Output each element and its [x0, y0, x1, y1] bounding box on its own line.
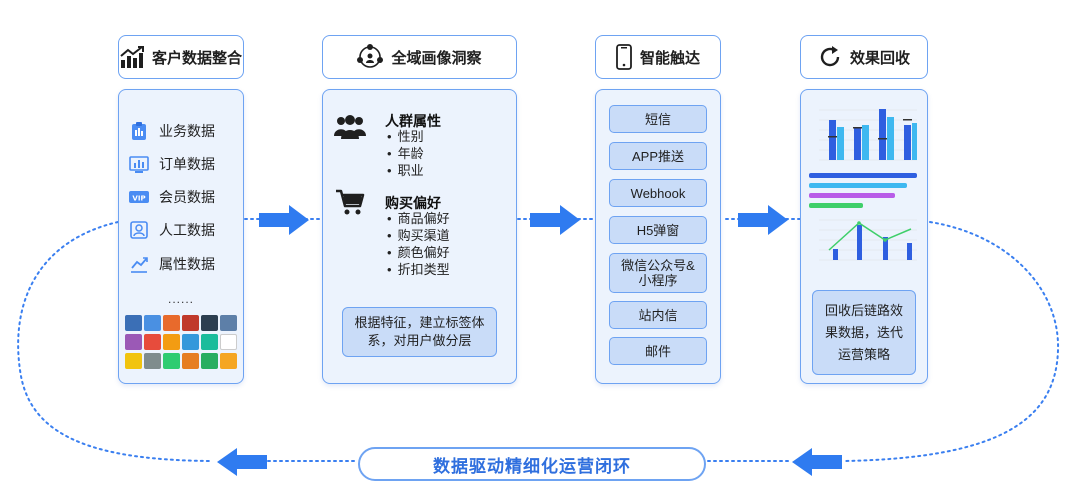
more-ellipsis: ...... [167, 292, 194, 306]
flow-arrow-right-1 [259, 205, 309, 235]
integration-logo-icon [220, 334, 237, 350]
source-label: 人工数据 [159, 222, 215, 238]
integration-logo-icon [125, 353, 142, 369]
channel-wechat: 微信公众号&小程序 [609, 253, 707, 293]
integration-logo-icon [182, 315, 199, 331]
vip-card-icon: VIP [129, 191, 149, 203]
source-label: 业务数据 [159, 123, 215, 139]
monitor-chart-icon [129, 156, 149, 173]
group-title-preferences: 购买偏好 [385, 195, 441, 211]
source-label: 属性数据 [159, 256, 215, 272]
insight-title: 全域画像洞察 [391, 49, 482, 67]
integration-logo-icon [144, 353, 161, 369]
channel-webhook: Webhook [609, 179, 707, 207]
persona-network-icon [357, 44, 384, 68]
channel-app-push: APP推送 [609, 142, 707, 170]
insight-header: 全域画像洞察 [322, 35, 517, 79]
results-charts-illustration [809, 109, 917, 261]
source-label: 订单数据 [159, 156, 215, 172]
list-item: 购买渠道 [387, 227, 450, 244]
integration-logo-icon [182, 334, 199, 350]
sources-header: 客户数据整合 [118, 35, 244, 79]
insight-panel: 人群属性 性别 年龄 职业 购买偏好 商品偏好 购买渠道 颜色偏好 折扣类型 根… [322, 89, 517, 384]
reach-title: 智能触达 [639, 49, 700, 67]
list-item: 商品偏好 [387, 210, 450, 227]
insight-note: 根据特征，建立标签体系，对用户做分层 [342, 307, 497, 357]
user-profile-icon [130, 221, 148, 239]
channel-site-message: 站内信 [609, 301, 707, 329]
flow-arrow-left-1 [217, 448, 267, 476]
integration-logo-icon [182, 353, 199, 369]
channel-sms: 短信 [609, 105, 707, 133]
preferences-list: 商品偏好 购买渠道 颜色偏好 折扣类型 [387, 210, 450, 278]
closed-loop-banner: 数据驱动精细化运营闭环 [358, 447, 706, 481]
channel-h5-popup: H5弹窗 [609, 216, 707, 244]
source-item-attributes: 属性数据 [129, 254, 215, 274]
list-item: 年龄 [387, 145, 424, 162]
group-title-demographics: 人群属性 [385, 113, 441, 129]
integration-logo-icon [144, 334, 161, 350]
list-item: 折扣类型 [387, 261, 450, 278]
svg-text:VIP: VIP [132, 195, 145, 203]
list-item: 颜色偏好 [387, 244, 450, 261]
bar-chart-trend-icon [120, 46, 144, 68]
channel-email: 邮件 [609, 337, 707, 365]
flow-arrow-left-2 [792, 448, 842, 476]
demographics-list: 性别 年龄 职业 [387, 128, 424, 179]
integration-logo-icon [163, 353, 180, 369]
flow-arrow-right-3 [738, 205, 788, 235]
integration-logo-icon [201, 315, 218, 331]
integration-logo-icon [125, 315, 142, 331]
sources-panel: 业务数据 订单数据 VIP 会员数据 人工数据 [118, 89, 244, 384]
integration-logo-icon [125, 334, 142, 350]
integration-logo-icon [163, 334, 180, 350]
trend-chart-icon [131, 257, 148, 273]
sources-title: 客户数据整合 [151, 49, 242, 67]
feedback-header: 效果回收 [800, 35, 928, 79]
integration-logo-icon [163, 315, 180, 331]
list-item: 性别 [387, 128, 424, 145]
feedback-title: 效果回收 [849, 49, 910, 67]
list-item: 职业 [387, 162, 424, 179]
shopping-cart-icon [336, 189, 365, 215]
flow-arrow-right-2 [530, 205, 580, 235]
integration-logo-icon [220, 353, 237, 369]
source-item-members: VIP 会员数据 [129, 187, 215, 207]
clipboard-icon [132, 122, 146, 140]
integration-logo-icon [220, 315, 237, 331]
feedback-note: 回收后链路效果数据，迭代运营策略 [812, 290, 916, 375]
feedback-panel: 回收后链路效果数据，迭代运营策略 [800, 89, 928, 384]
smartphone-icon [616, 44, 632, 70]
integration-logo-icon [144, 315, 161, 331]
integration-logos [125, 315, 237, 369]
refresh-icon [820, 46, 840, 67]
integration-logo-icon [201, 334, 218, 350]
integration-logo-icon [201, 353, 218, 369]
reach-header: 智能触达 [595, 35, 721, 79]
reach-panel: 短信 APP推送 Webhook H5弹窗 微信公众号&小程序 站内信 邮件 [595, 89, 721, 384]
source-item-business: 业务数据 [129, 121, 215, 141]
source-item-orders: 订单数据 [129, 154, 215, 174]
people-group-icon [334, 115, 366, 139]
source-label: 会员数据 [159, 189, 215, 205]
source-item-manual: 人工数据 [129, 220, 215, 240]
